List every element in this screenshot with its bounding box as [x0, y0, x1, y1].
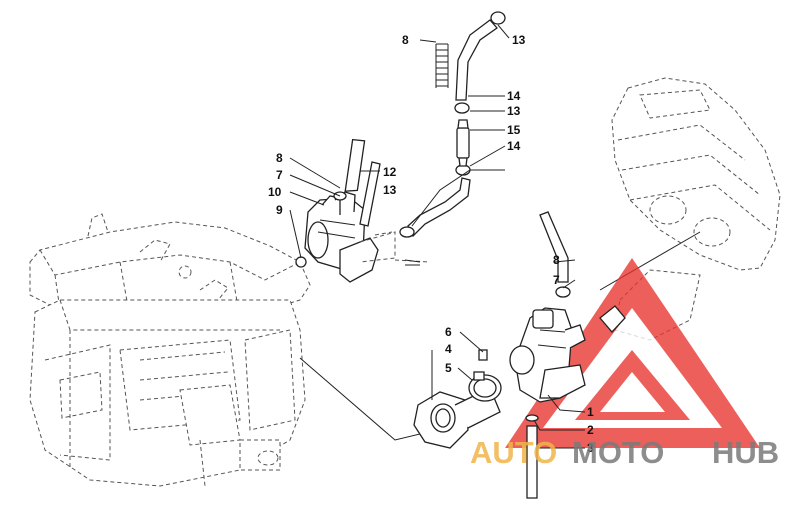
callout-14-lower: 14	[507, 139, 521, 153]
callout-5: 5	[445, 361, 452, 375]
part-14-lower-hose	[407, 177, 471, 238]
part-9-grommet	[295, 256, 307, 268]
part-14-upper-hose	[455, 19, 498, 101]
callout-11: 8	[402, 33, 409, 47]
carburetor-assembly	[509, 305, 626, 403]
part-3-drain-tube	[526, 425, 538, 499]
watermark-hub: HUB	[712, 435, 779, 470]
part-13-upper-clamp	[454, 102, 470, 114]
part-12-hose	[359, 161, 381, 227]
part-8-hose	[344, 138, 366, 192]
callout-4: 4	[445, 342, 452, 356]
callout-8-carb: 8	[553, 253, 560, 267]
callout-10: 10	[268, 185, 282, 199]
part-5-hose-clamp	[468, 371, 502, 402]
watermark-auto: AUTO	[470, 435, 557, 470]
callout-13-top: 13	[512, 33, 526, 47]
callout-13-upper: 13	[507, 104, 521, 118]
callout-14-upper: 14	[507, 89, 521, 103]
callout-15: 15	[507, 123, 521, 137]
callout-numbers: 8 13 14 13 15 14 12 13 8 7 10 9 8 7 6 4 …	[268, 33, 594, 455]
part-8-carb-hose	[539, 211, 569, 283]
callout-13-lower: 13	[383, 183, 397, 197]
callout-8-pump: 8	[276, 151, 283, 165]
part-15-fuel-filter	[456, 119, 470, 167]
watermark-text: AUTO MOTO HUB	[470, 435, 779, 470]
fuel-pump-assembly	[304, 191, 431, 283]
callout-7-pump: 7	[276, 168, 283, 182]
leader-lines	[289, 24, 586, 449]
leader-to-airbox	[599, 231, 701, 291]
part-11-spring	[435, 43, 449, 88]
part-2-washer	[525, 414, 539, 422]
watermark-moto: MOTO	[572, 435, 664, 470]
callout-2: 2	[587, 423, 594, 437]
part-13-top-clamp	[490, 11, 506, 25]
callout-12: 12	[383, 165, 397, 179]
callout-3: 3	[587, 441, 594, 455]
callout-6: 6	[445, 325, 452, 339]
callout-7-carb: 7	[553, 273, 560, 287]
part-6-screw	[478, 349, 488, 361]
part-7-carb-clamp	[555, 286, 571, 298]
callout-9: 9	[276, 203, 283, 217]
watermark-triangle	[505, 258, 760, 448]
part-13-lower-clamp	[399, 226, 415, 238]
engine-assembly	[29, 213, 311, 487]
callout-1: 1	[587, 405, 594, 419]
